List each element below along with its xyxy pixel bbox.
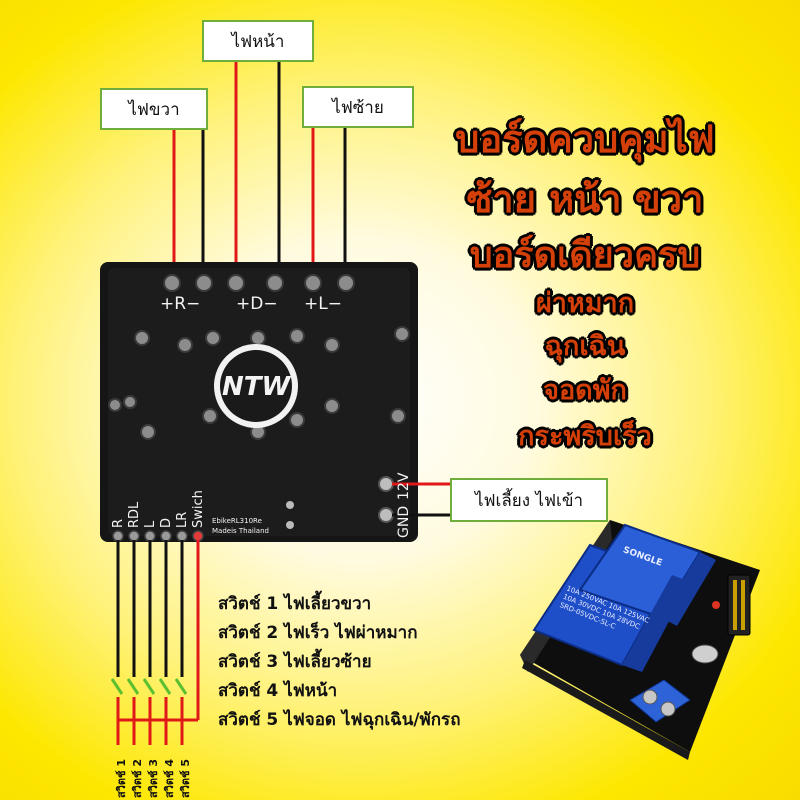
pin-label-lr: LR	[175, 511, 190, 528]
pin-label-l: L	[143, 520, 158, 528]
relay-module-image	[520, 520, 760, 760]
title-line-5: ฉุกเฉิน	[544, 331, 626, 362]
switch-list: สวิตช์ 1 ไฟเลี้ยวขวา สวิตช์ 2 ไฟเร็ว ไฟผ…	[218, 590, 460, 735]
title-line-1: บอร์ดควบคุมไฟ	[455, 117, 715, 161]
switch-item-4: สวิตช์ 4 ไฟหน้า	[218, 681, 338, 701]
power-wires	[392, 482, 450, 517]
board-model-text: EbikeRL310Re	[212, 517, 262, 525]
switch-wires	[110, 540, 200, 745]
title-line-7: กระพริบเร็ว	[518, 421, 652, 452]
board-label-front: +D−	[236, 294, 278, 314]
label-left-light: ไฟซ้าย	[302, 86, 414, 128]
pin-label-d: D	[159, 517, 174, 528]
switch-item-3: สวิตช์ 3 ไฟเลี้ยวซ้าย	[218, 652, 372, 672]
title-line-3: บอร์ดเดียวครบ	[469, 235, 701, 276]
board-made-text: Madeis Thailand	[212, 527, 269, 535]
switch-item-5: สวิตช์ 5 ไฟจอด ไฟฉุกเฉิน/พักรถ	[218, 710, 461, 730]
board-label-12v: 12V	[396, 472, 412, 500]
title-line-4: ผ่าหมาก	[535, 288, 635, 319]
label-power-in: ไฟเลี้ยง ไฟเข้า	[450, 478, 608, 522]
board-label-right: +R−	[160, 294, 201, 314]
top-wires	[172, 62, 347, 272]
board-label-gnd: GND	[396, 505, 412, 538]
board-logo: NTW	[222, 372, 291, 402]
control-board	[100, 262, 418, 542]
board-label-left: +L−	[304, 294, 342, 314]
pin-label-swich: Swich	[191, 490, 206, 528]
wire-label-5: สวิตช์ 5	[179, 759, 192, 798]
title-line-2: ซ้าย หน้า ขวา	[466, 177, 704, 221]
switch-item-2: สวิตช์ 2 ไฟเร็ว ไฟผ่าหมาก	[218, 623, 418, 643]
pin-label-rdl: RDL	[127, 501, 142, 528]
switch-item-1: สวิตช์ 1 ไฟเลี้ยวขวา	[218, 594, 372, 614]
label-right-light: ไฟขวา	[100, 88, 208, 130]
label-front-light: ไฟหน้า	[202, 20, 314, 62]
pin-label-r: R	[111, 518, 126, 528]
title-line-6: จอดพัก	[543, 375, 627, 406]
